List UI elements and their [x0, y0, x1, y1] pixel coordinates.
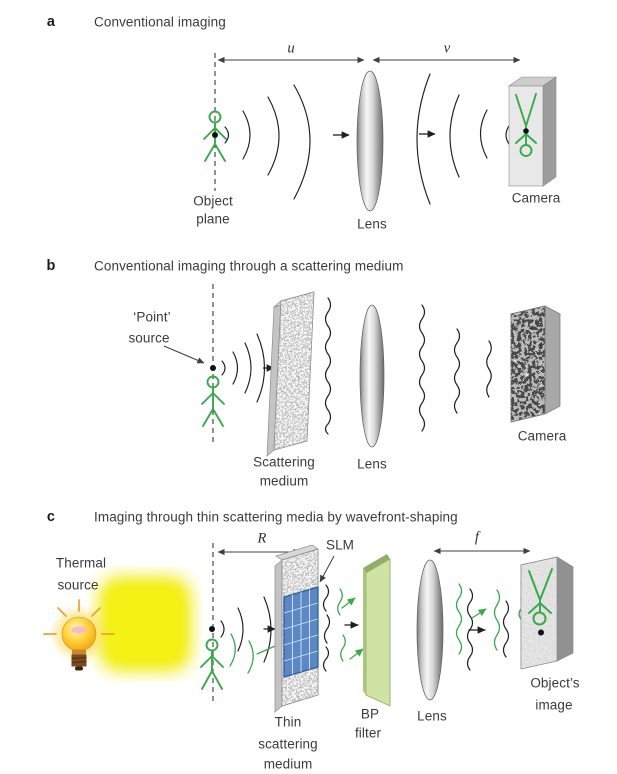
distance-v-label: v: [443, 40, 451, 57]
slm-label: SLM: [325, 537, 355, 553]
scattering-medium-label-line1: Scattering: [253, 454, 315, 470]
diverging-wavefronts: [221, 333, 265, 403]
scattering-medium-label-line2: medium: [259, 473, 309, 489]
inverted-image-stick-figure: [515, 93, 537, 157]
point-source-dot: [210, 365, 216, 371]
lens-a: [356, 70, 384, 212]
thermal-source-label-line1: Thermal: [55, 555, 107, 571]
camera-a-label: Camera: [511, 190, 561, 206]
point-source-label-line1: ‘Point’: [133, 309, 171, 325]
thin-medium-label-line3: medium: [263, 756, 313, 772]
distance-u-label: u: [287, 40, 295, 57]
converging-wavefronts: [416, 73, 510, 205]
thin-medium-label-line1: Thin: [274, 714, 302, 730]
bp-filter-plate: [363, 554, 391, 707]
source-dot: [209, 626, 215, 632]
inverted-image-stick-figure: [528, 568, 553, 626]
camera-a-icon: [508, 76, 557, 187]
distance-R-label: R: [257, 530, 267, 547]
post-medium-wavefronts: [322, 584, 364, 672]
image-point: [523, 128, 529, 134]
object-plane-label-line1: Object: [193, 193, 233, 209]
object-point: [212, 132, 218, 138]
image-point: [538, 629, 544, 636]
focal-f-label: f: [474, 529, 480, 546]
scattered-wavefront-squiggles: [418, 304, 492, 432]
panel-c-letter: c: [46, 509, 56, 525]
source-stick-figure-icon: [200, 638, 224, 690]
point-source-label-line2: source: [128, 330, 170, 346]
lens-c: [416, 559, 444, 701]
object-plane-label-line2: plane: [196, 211, 230, 227]
panel-a-title: Conventional imaging: [94, 14, 226, 30]
post-lens-wavefronts: [455, 583, 530, 671]
panel-a-graphics: [203, 53, 557, 212]
lens-b-label: Lens: [357, 456, 387, 472]
thin-medium-label-line2: scattering: [258, 736, 318, 752]
panel-b-title: Conventional imaging through a scatterin…: [94, 258, 404, 274]
panel-c-title: Imaging through thin scattering media by…: [94, 509, 458, 525]
lens-a-label: Lens: [357, 216, 387, 232]
objects-image-label-line2: image: [535, 697, 573, 713]
point-source-pointer-arrow: [163, 345, 205, 364]
objects-image-label-line1: Object’s: [530, 675, 580, 691]
camera-b-label: Camera: [517, 428, 567, 444]
lens-b: [359, 304, 385, 448]
slm-pointer-arrow: [319, 555, 335, 583]
bp-filter-label-line2: filter: [354, 725, 382, 741]
camera-b-icon: [510, 305, 561, 423]
scattered-wavefront-squiggle: [324, 297, 332, 435]
source-stick-figure-icon: [201, 375, 225, 427]
thermal-source-label-line2: source: [57, 577, 99, 593]
slm-grid: [283, 586, 319, 678]
lens-c-label: Lens: [417, 708, 447, 724]
bp-filter-label-line1: BP: [360, 706, 380, 722]
light-bulb-icon: [43, 599, 115, 671]
panel-a-letter: a: [46, 14, 56, 30]
panel-b-letter: b: [46, 258, 56, 274]
scattering-medium-slab: [266, 291, 315, 457]
panel-b-graphics: [163, 284, 561, 457]
panel-c-graphics: [43, 543, 574, 713]
diverging-wavefronts: [224, 84, 311, 200]
speckle-pattern: [510, 305, 546, 423]
